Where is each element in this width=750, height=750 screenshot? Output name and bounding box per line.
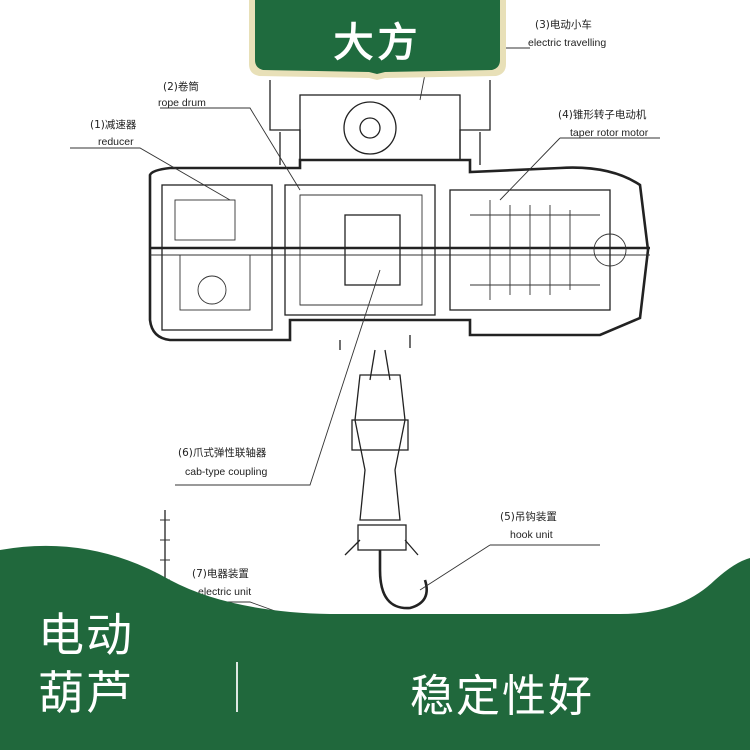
bottom-banner: [0, 545, 750, 750]
label-reducer: (1)减速器 reducer: [90, 119, 137, 148]
svg-text:(7)电器装置: (7)电器装置: [192, 567, 249, 580]
svg-text:rope drum: rope drum: [158, 97, 206, 109]
banner-divider: [236, 662, 238, 712]
svg-text:(6)爪式弹性联轴器: (6)爪式弹性联轴器: [178, 446, 267, 459]
label-cab-type-coupling: (6)爪式弹性联轴器 cab-type coupling: [178, 446, 267, 478]
label-electric-unit: (7)电器装置 electric unit: [192, 567, 251, 598]
trolley-structure: [269, 80, 491, 165]
svg-text:hook unit: hook unit: [510, 529, 553, 541]
brand-tag-background: [249, 0, 506, 80]
svg-text:electric travelling: electric travelling: [528, 37, 606, 49]
label-electric-travelling: (3)电动小车 electric travelling: [528, 18, 606, 49]
label-rope-drum: (2)卷筒 rope drum: [158, 80, 206, 109]
label-hook-unit: (5)吊钩装置 hook unit: [500, 510, 557, 541]
label-taper-rotor-motor: (4)锥形转子电动机 taper rotor motor: [558, 108, 649, 139]
hook-assembly: [344, 349, 428, 610]
rope-drum-shape: [284, 184, 436, 316]
coupling-shape: [344, 214, 401, 286]
reducer-shape: [161, 184, 273, 331]
svg-text:(4)锥形转子电动机: (4)锥形转子电动机: [558, 108, 647, 121]
svg-text:(5)吊钩装置: (5)吊钩装置: [500, 510, 557, 523]
svg-text:(1)减速器: (1)减速器: [90, 119, 137, 131]
svg-text:electric unit: electric unit: [198, 586, 251, 598]
hoist-body: [148, 158, 650, 350]
svg-text:(2)卷筒: (2)卷筒: [163, 80, 199, 93]
banner-line-2: 葫芦: [38, 666, 134, 720]
banner-feature: 稳定性好: [410, 671, 594, 722]
svg-text:taper rotor motor: taper rotor motor: [570, 127, 649, 139]
banner-product-name: 电动 葫芦: [38, 606, 134, 722]
svg-text:cab-type coupling: cab-type coupling: [185, 466, 267, 478]
banner-line-1: 电动: [38, 608, 134, 662]
svg-text:(3)电动小车: (3)电动小车: [535, 18, 592, 31]
svg-text:reducer: reducer: [98, 136, 134, 148]
motor-shape: [449, 189, 611, 311]
brand-tag: 大方: [333, 20, 422, 66]
